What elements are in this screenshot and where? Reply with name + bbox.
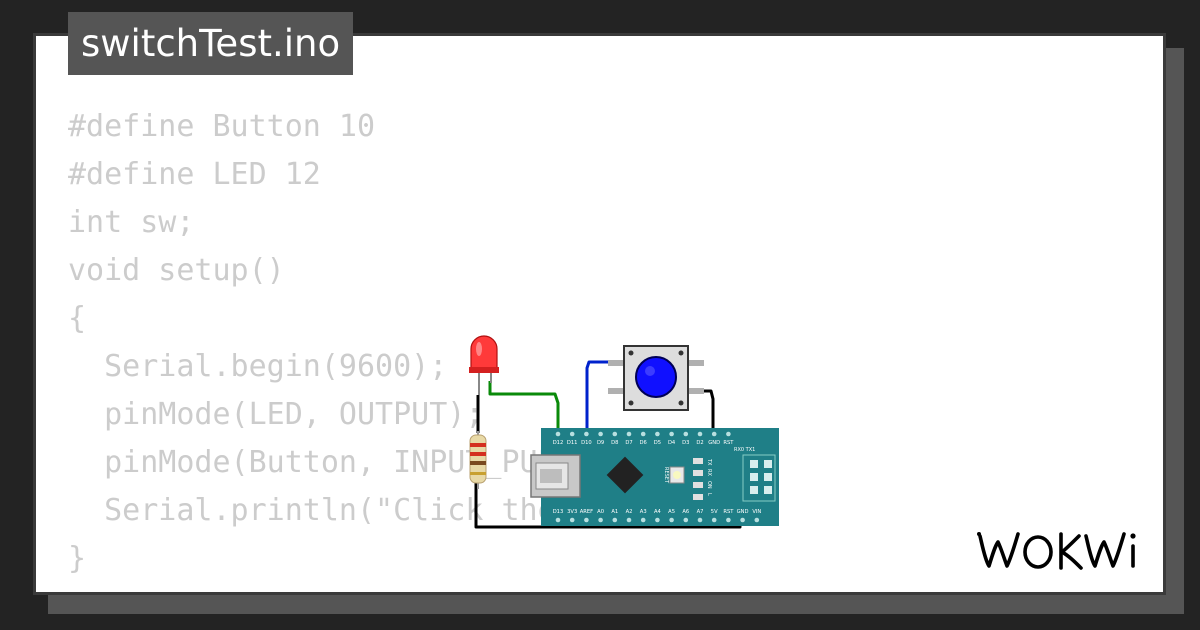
top-pin-d5[interactable]	[655, 431, 660, 437]
bottom-pin-vin[interactable]	[754, 517, 760, 523]
top-pin-d3[interactable]	[683, 431, 689, 437]
top-pin-label: D7	[625, 440, 632, 446]
icsp-pin	[750, 486, 758, 494]
reset-label: RESET	[663, 467, 669, 484]
bottom-pin-a1[interactable]	[612, 517, 618, 523]
top-pin-d7[interactable]	[626, 431, 632, 437]
top-pin-label: D2	[696, 440, 703, 446]
wokwi-logo	[977, 532, 1136, 570]
code-line: pinMode(LED, OUTPUT);	[68, 397, 484, 432]
bottom-pin-label: VIN	[752, 509, 761, 515]
bottom-pin-a7[interactable]	[697, 517, 703, 523]
led-label-l: L	[706, 493, 712, 496]
bottom-pin-label: A5	[668, 509, 675, 515]
bottom-pin-label: D13	[553, 509, 564, 515]
code-line: void setup()	[68, 253, 285, 288]
push-button[interactable]	[608, 345, 704, 411]
code-card: #define Button 10 #define LED 12 int sw; vo…	[33, 33, 1166, 595]
bottom-pin-a2[interactable]	[626, 517, 632, 523]
top-pin-label: RST	[723, 440, 734, 446]
code-line: {	[68, 301, 87, 336]
led-label-on: ON	[706, 481, 712, 489]
bottom-pin-label: A1	[611, 509, 618, 515]
bottom-pin-label: GND	[737, 509, 749, 515]
top-pin-d12[interactable]	[555, 431, 561, 437]
top-pin-d6[interactable]	[640, 431, 646, 437]
top-pin-d4[interactable]	[669, 431, 674, 437]
bottom-pin-a6[interactable]	[683, 517, 689, 523]
bottom-pin-gnd[interactable]	[740, 517, 745, 523]
wire-green	[488, 381, 560, 435]
code-line: #define Button 10	[68, 109, 376, 144]
top-pin-label: D4	[668, 440, 676, 446]
bottom-pin-a5[interactable]	[669, 517, 674, 523]
code-line: int sw;	[68, 205, 195, 240]
top-pin-d2[interactable]	[697, 431, 703, 437]
bottom-pin-3v3[interactable]	[569, 517, 575, 523]
top-pin-rst[interactable]	[726, 431, 731, 437]
resistor	[469, 431, 487, 489]
bottom-pin-a4[interactable]	[655, 517, 660, 523]
bottom-pin-a3[interactable]	[640, 517, 646, 523]
bottom-pin-label: A0	[597, 509, 604, 515]
microcontroller-chip	[606, 456, 644, 494]
top-pin-d9[interactable]	[598, 431, 603, 437]
top-pin-label: D11	[567, 440, 578, 446]
icsp-header	[742, 454, 776, 502]
bottom-pin-label: A3	[640, 509, 647, 515]
top-pin-label: D3	[682, 440, 689, 446]
code-block: #define Button 10 #define LED 12 int sw; vo…	[68, 103, 682, 583]
top-pin-d10[interactable]	[584, 431, 589, 437]
icsp-pin	[750, 473, 758, 481]
top-pin-label: D9	[597, 440, 604, 446]
top-pin-label: D12	[553, 440, 564, 446]
bottom-pin-rst[interactable]	[726, 517, 731, 523]
bottom-pin-label: 5V	[711, 509, 718, 515]
icsp-pin	[764, 460, 772, 468]
wire-blue	[585, 360, 608, 435]
top-pin-gnd[interactable]	[711, 431, 717, 437]
bottom-pin-d13[interactable]	[555, 517, 561, 523]
bottom-pin-label: A7	[697, 509, 704, 515]
button-cap[interactable]	[635, 356, 677, 398]
top-pin-label: D5	[654, 440, 661, 446]
bottom-pin-aref[interactable]	[584, 517, 589, 523]
bottom-pin-5v[interactable]	[711, 517, 717, 523]
bottom-pin-label: A2	[626, 509, 633, 515]
icsp-pin	[764, 486, 772, 494]
top-pin-label: D10	[581, 440, 592, 446]
led	[469, 335, 499, 395]
bottom-pin-label: AREF	[580, 509, 593, 515]
led-label-tx: TX	[706, 458, 712, 466]
code-line: Serial.begin(9600);	[68, 349, 448, 384]
led-label-rx: RX	[706, 469, 712, 476]
icsp-pin	[764, 473, 772, 481]
top-pin-d11[interactable]	[569, 431, 575, 437]
sketch-title: switchTest.ino	[68, 12, 354, 75]
code-line: }	[68, 541, 87, 576]
bottom-pin-a0[interactable]	[598, 517, 603, 523]
bottom-pin-label: A6	[682, 509, 689, 515]
bottom-pin-label: 3V3	[567, 509, 577, 515]
top-pin-d8[interactable]	[612, 431, 618, 437]
icsp-pin	[750, 460, 758, 468]
top-pin-label: D8	[611, 440, 618, 446]
serial-label: RX0 TX1	[734, 447, 755, 453]
top-pin-label: GND	[708, 440, 720, 446]
bottom-pin-label: RST	[723, 509, 734, 515]
code-line: #define LED 12	[68, 157, 321, 192]
icsp-pins	[750, 460, 772, 494]
bottom-pin-label: A4	[654, 509, 662, 515]
top-pin-label: D6	[640, 440, 647, 446]
